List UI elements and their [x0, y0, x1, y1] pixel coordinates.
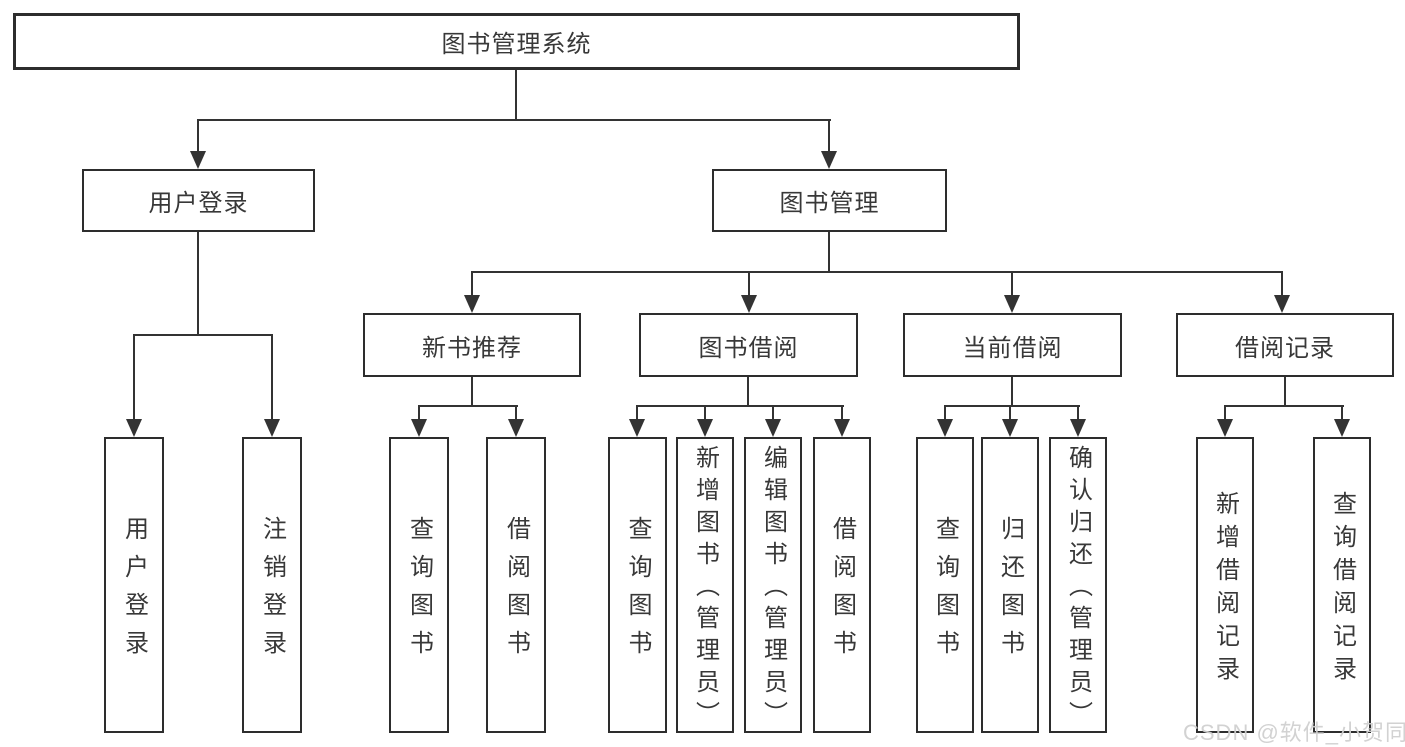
- node-borrowing-records: 借阅记录: [1176, 313, 1394, 377]
- node-book-management: 图书管理: [712, 169, 947, 232]
- node-label: 图书管理系统: [441, 31, 592, 58]
- node-label: 当前借阅: [962, 334, 1063, 362]
- connector-line: [1284, 377, 1286, 407]
- connector-line: [1224, 406, 1226, 422]
- arrow-down-icon: [411, 419, 427, 437]
- arrow-down-icon: [508, 419, 524, 437]
- connector-line: [133, 334, 273, 336]
- node-label: 用户登录: [148, 190, 249, 217]
- connector-line: [636, 406, 638, 422]
- connector-line: [1077, 406, 1079, 422]
- connector-line: [471, 377, 473, 407]
- leaf-confirm-return-admin: 确认归还（管理员）: [1049, 437, 1107, 733]
- connector-line: [828, 232, 830, 273]
- node-label: 查询图书: [931, 516, 959, 668]
- connector-line: [828, 120, 830, 154]
- connector-line: [747, 377, 749, 407]
- arrow-down-icon: [937, 419, 953, 437]
- connector-line: [1281, 272, 1283, 298]
- arrow-down-icon: [464, 295, 480, 313]
- arrow-down-icon: [821, 151, 837, 169]
- arrow-down-icon: [264, 419, 280, 437]
- leaf-edit-book-admin: 编辑图书（管理员）: [744, 437, 802, 733]
- connector-line: [1011, 272, 1013, 298]
- connector-line: [515, 406, 517, 422]
- leaf-user-login: 用户登录: [104, 437, 164, 733]
- node-label: 新增图书（管理员）: [691, 445, 719, 733]
- connector-line: [748, 272, 750, 298]
- leaf-return-book: 归还图书: [981, 437, 1039, 733]
- connector-line: [1009, 406, 1011, 422]
- leaf-add-book-admin: 新增图书（管理员）: [676, 437, 734, 733]
- node-label: 注销登录: [258, 516, 286, 668]
- node-label: 借阅图书: [828, 516, 856, 668]
- node-label: 编辑图书（管理员）: [759, 445, 787, 733]
- arrow-down-icon: [697, 419, 713, 437]
- connector-line: [515, 70, 517, 120]
- leaf-borrow-books-borrowing: 借阅图书: [813, 437, 871, 733]
- leaf-query-books-recommendation: 查询图书: [389, 437, 449, 733]
- node-label: 归还图书: [996, 516, 1024, 668]
- node-label: 查询图书: [624, 516, 651, 668]
- node-current-borrowing: 当前借阅: [903, 313, 1122, 377]
- arrow-down-icon: [1334, 419, 1350, 437]
- node-label: 用户登录: [120, 516, 148, 668]
- connector-line: [944, 405, 1080, 407]
- leaf-query-borrow-record: 查询借阅记录: [1313, 437, 1371, 733]
- node-user-login: 用户登录: [82, 169, 315, 232]
- leaf-logout: 注销登录: [242, 437, 302, 733]
- node-book-borrowing: 图书借阅: [639, 313, 858, 377]
- arrow-down-icon: [1002, 419, 1018, 437]
- connector-line: [197, 119, 831, 121]
- arrow-down-icon: [126, 419, 142, 437]
- connector-line: [271, 335, 273, 421]
- leaf-borrow-books-recommendation: 借阅图书: [486, 437, 546, 733]
- node-library-management-system: 图书管理系统: [13, 13, 1020, 70]
- arrow-down-icon: [1274, 295, 1290, 313]
- node-label: 借阅记录: [1235, 334, 1335, 362]
- connector-line: [197, 232, 199, 336]
- connector-line: [197, 120, 199, 154]
- arrow-down-icon: [1217, 419, 1233, 437]
- connector-line: [418, 405, 518, 407]
- arrow-down-icon: [765, 419, 781, 437]
- arrow-down-icon: [190, 151, 206, 169]
- csdn-watermark: CSDN @软件_小贺同学: [1183, 720, 1405, 745]
- arrow-down-icon: [741, 295, 757, 313]
- node-label: 新书推荐: [422, 334, 522, 362]
- connector-line: [471, 272, 473, 298]
- connector-line: [944, 406, 946, 422]
- node-label: 新增借阅记录: [1211, 490, 1239, 689]
- connector-line: [1011, 377, 1013, 407]
- connector-line: [636, 405, 844, 407]
- connector-line: [772, 406, 774, 422]
- node-label: 借阅图书: [502, 516, 530, 668]
- node-new-book-recommendation: 新书推荐: [363, 313, 581, 377]
- arrow-down-icon: [1070, 419, 1086, 437]
- connector-line: [471, 271, 1283, 273]
- connector-line: [1224, 405, 1344, 407]
- node-label: 图书管理: [779, 190, 880, 217]
- connector-line: [841, 406, 843, 422]
- connector-line: [418, 406, 420, 422]
- connector-line: [704, 406, 706, 422]
- leaf-query-books-borrowing: 查询图书: [608, 437, 667, 733]
- node-label: 查询图书: [405, 516, 433, 668]
- leaf-query-books-current: 查询图书: [916, 437, 974, 733]
- leaf-add-borrow-record: 新增借阅记录: [1196, 437, 1254, 733]
- node-label: 图书借阅: [698, 334, 799, 362]
- node-label: 确认归还（管理员）: [1064, 445, 1092, 733]
- connector-line: [133, 335, 135, 421]
- arrow-down-icon: [629, 419, 645, 437]
- node-label: 查询借阅记录: [1328, 490, 1356, 689]
- connector-line: [1341, 406, 1343, 422]
- arrow-down-icon: [1004, 295, 1020, 313]
- arrow-down-icon: [834, 419, 850, 437]
